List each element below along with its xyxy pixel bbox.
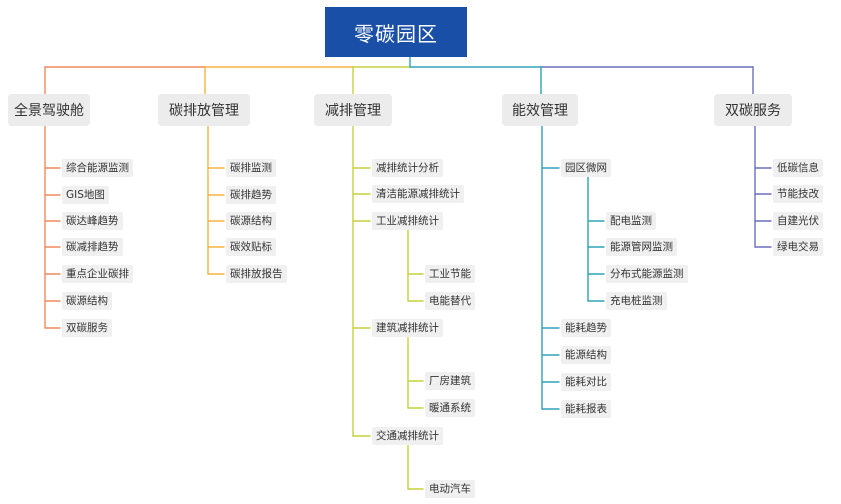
item-energy-consumption-trend: 能耗趋势 xyxy=(561,319,611,337)
item-electric-vehicles: 电动汽车 xyxy=(425,480,475,498)
item-power-distribution-monitoring: 配电监测 xyxy=(606,212,656,230)
category-carbon-emission-management: 碳排放管理 xyxy=(158,94,250,126)
item-carbon-source-structure: 碳源结构 xyxy=(62,292,112,310)
item-key-enterprise-emissions: 重点企业碳排 xyxy=(62,265,133,283)
item-carbon-efficiency-label: 碳效贴标 xyxy=(226,238,276,256)
item-carbon-emission-report: 碳排放报告 xyxy=(226,265,287,283)
category-emission-reduction-management: 减排管理 xyxy=(314,94,392,126)
item-industrial-reduction-stats: 工业减排统计 xyxy=(372,212,443,230)
item-reduction-statistics-analysis: 减排统计分析 xyxy=(372,159,443,177)
item-low-carbon-info: 低碳信息 xyxy=(773,159,823,177)
item-green-power-trading: 绿电交易 xyxy=(773,238,823,256)
item-park-microgrid: 园区微网 xyxy=(561,159,611,177)
item-distributed-energy-monitoring: 分布式能源监测 xyxy=(606,265,688,283)
item-carbon-reduction-trend: 碳减排趋势 xyxy=(62,238,123,256)
category-dual-carbon-services: 双碳服务 xyxy=(714,94,792,126)
item-carbon-emission-monitoring: 碳排监测 xyxy=(226,159,276,177)
item-charging-pile-monitoring: 充电桩监测 xyxy=(606,292,667,310)
item-transport-reduction-stats: 交通减排统计 xyxy=(372,427,443,445)
item-hvac-system: 暖通系统 xyxy=(425,399,475,417)
item-energy-consumption-comparison: 能耗对比 xyxy=(561,373,611,391)
item-factory-buildings: 厂房建筑 xyxy=(425,372,475,390)
item-clean-energy-reduction-stats: 清洁能源减排统计 xyxy=(372,185,464,203)
item-carbon-source-structure-2: 碳源结构 xyxy=(226,212,276,230)
item-electric-energy-substitution: 电能替代 xyxy=(425,292,475,310)
item-energy-consumption-report: 能耗报表 xyxy=(561,400,611,418)
item-self-built-pv: 自建光伏 xyxy=(773,212,823,230)
root-node: 零碳园区 xyxy=(325,7,467,57)
item-energy-saving-retrofit: 节能技改 xyxy=(773,185,823,203)
item-gis-map: GIS地图 xyxy=(62,186,109,204)
category-energy-efficiency-management: 能效管理 xyxy=(502,94,578,126)
item-dual-carbon-service: 双碳服务 xyxy=(62,319,112,337)
item-integrated-energy-monitoring: 综合能源监测 xyxy=(62,159,133,177)
item-industrial-energy-saving: 工业节能 xyxy=(425,265,475,283)
item-carbon-emission-trend: 碳排趋势 xyxy=(226,186,276,204)
item-energy-structure: 能源结构 xyxy=(561,346,611,364)
item-building-reduction-stats: 建筑减排统计 xyxy=(372,319,443,337)
category-panorama-cockpit: 全景驾驶舱 xyxy=(8,94,90,126)
item-energy-pipeline-monitoring: 能源管网监测 xyxy=(606,238,677,256)
item-carbon-peak-trend: 碳达峰趋势 xyxy=(62,212,123,230)
